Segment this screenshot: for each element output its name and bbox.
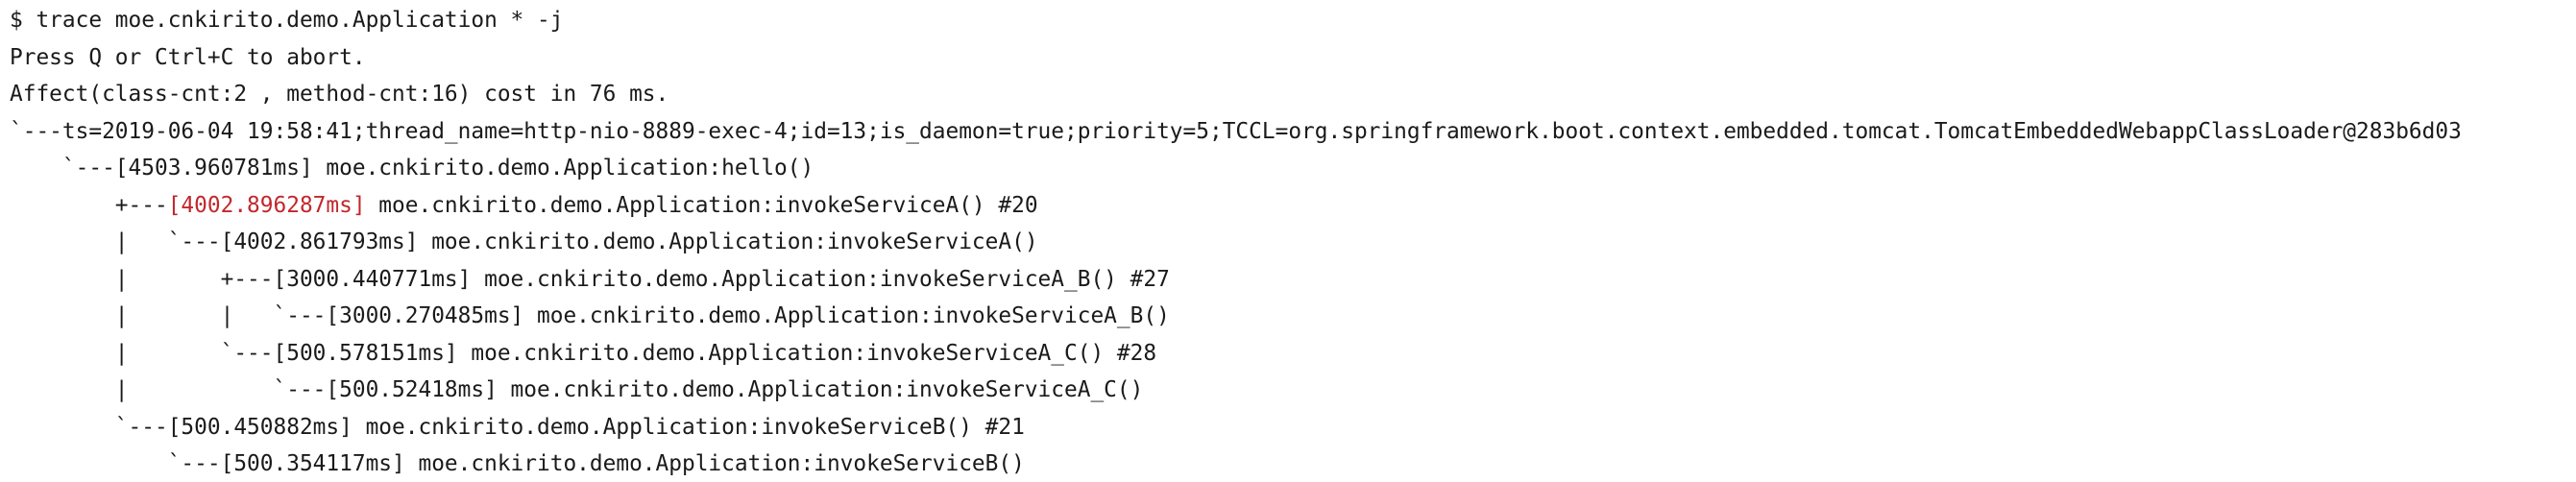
terminal-line: | `---[4002.861793ms] moe.cnkirito.demo.… bbox=[10, 224, 2566, 261]
terminal-line: | +---[3000.440771ms] moe.cnkirito.demo.… bbox=[10, 261, 2566, 299]
thread-info: `---ts=2019-06-04 19:58:41;thread_name=h… bbox=[10, 118, 2462, 144]
duration-highlight: [4002.896287ms] bbox=[167, 192, 366, 218]
trace-node: `---[4503.960781ms] moe.cnkirito.demo.Ap… bbox=[10, 156, 814, 181]
trace-node: `---[500.354117ms] moe.cnkirito.demo.App… bbox=[10, 451, 1025, 476]
trace-node: | `---[500.52418ms] moe.cnkirito.demo.Ap… bbox=[10, 377, 1144, 402]
terminal-line: `---[500.450882ms] moe.cnkirito.demo.App… bbox=[10, 409, 2566, 446]
trace-node: | | `---[3000.270485ms] moe.cnkirito.dem… bbox=[10, 303, 1170, 328]
terminal-line: `---[4503.960781ms] moe.cnkirito.demo.Ap… bbox=[10, 150, 2566, 187]
affect-summary: Affect(class-cnt:2 , method-cnt:16) cost… bbox=[10, 82, 669, 107]
terminal-line: | | `---[3000.270485ms] moe.cnkirito.dem… bbox=[10, 298, 2566, 335]
terminal-line: | `---[500.578151ms] moe.cnkirito.demo.A… bbox=[10, 335, 2566, 373]
trace-node: | `---[4002.861793ms] moe.cnkirito.demo.… bbox=[10, 229, 1038, 254]
trace-node: | +---[3000.440771ms] moe.cnkirito.demo.… bbox=[10, 266, 1170, 292]
abort-hint: Press Q or Ctrl+C to abort. bbox=[10, 44, 366, 70]
trace-node-method: moe.cnkirito.demo.Application:invokeServ… bbox=[365, 192, 1038, 218]
terminal-line: Affect(class-cnt:2 , method-cnt:16) cost… bbox=[10, 76, 2566, 113]
shell-prompt-command: $ trace moe.cnkirito.demo.Application * … bbox=[10, 8, 564, 33]
terminal-line: `---ts=2019-06-04 19:58:41;thread_name=h… bbox=[10, 113, 2566, 151]
trace-node: `---[500.450882ms] moe.cnkirito.demo.App… bbox=[10, 414, 1025, 440]
terminal-line: | `---[500.52418ms] moe.cnkirito.demo.Ap… bbox=[10, 372, 2566, 409]
trace-node: | `---[500.578151ms] moe.cnkirito.demo.A… bbox=[10, 340, 1157, 366]
terminal-line: +---[4002.896287ms] moe.cnkirito.demo.Ap… bbox=[10, 187, 2566, 225]
terminal-line: $ trace moe.cnkirito.demo.Application * … bbox=[10, 2, 2566, 39]
terminal-line: Press Q or Ctrl+C to abort. bbox=[10, 39, 2566, 77]
trace-node-prefix: +--- bbox=[10, 192, 168, 218]
terminal-line: `---[500.354117ms] moe.cnkirito.demo.App… bbox=[10, 446, 2566, 482]
